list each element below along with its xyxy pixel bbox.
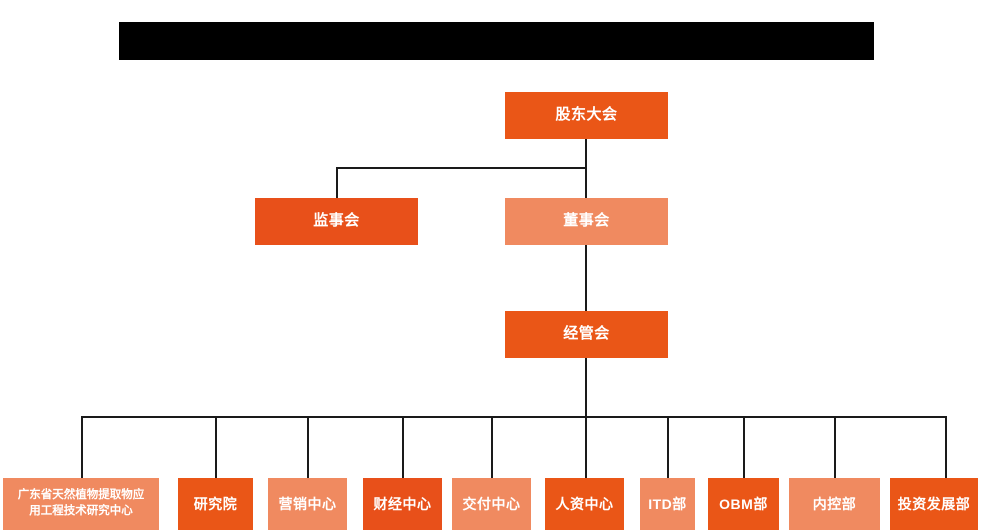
connector-supervisors-branch-bus [336,167,586,169]
org-node-label: 广东省天然植物提取物应 用工程技术研究中心 [17,489,145,517]
org-node-label: 经管会 [563,325,610,343]
org-node-label: 研究院 [193,495,238,512]
connector-drop-research-institute [215,416,217,478]
org-node-guangdong-research-center[interactable]: 广东省天然植物提取物应 用工程技术研究中心 [3,478,159,530]
connector-supervisors-drop [336,167,338,198]
org-node-investment-development-department[interactable]: 投资发展部 [890,478,978,530]
org-node-label: 内控部 [812,495,857,512]
connector-drop-guangdong-center [81,416,83,478]
connector-drop-obm [743,416,745,478]
org-node-management-committee[interactable]: 经管会 [505,311,668,358]
connector-mgmt-drop-to-bus [585,358,587,478]
connector-drop-marketing-center [307,416,309,478]
org-node-marketing-center[interactable]: 营销中心 [268,478,347,530]
org-node-label: 投资发展部 [897,495,971,512]
org-node-itd-department[interactable]: ITD部 [640,478,695,530]
org-node-research-institute[interactable]: 研究院 [178,478,253,530]
connector-drop-internal-control [834,416,836,478]
org-node-label: OBM部 [719,495,768,512]
connector-drop-delivery-center [491,416,493,478]
org-node-label: ITD部 [648,495,687,512]
org-node-finance-center[interactable]: 财经中心 [363,478,442,530]
connector-drop-itd [667,416,669,478]
org-node-internal-control-department[interactable]: 内控部 [789,478,880,530]
org-node-label: 营销中心 [278,495,337,512]
org-node-label: 人资中心 [555,495,614,512]
connector-drop-investment [945,416,947,478]
org-node-obm-department[interactable]: OBM部 [708,478,779,530]
org-node-label: 交付中心 [462,495,521,512]
org-node-board-of-directors[interactable]: 董事会 [505,198,668,245]
connector-directors-drop [585,167,587,198]
org-node-board-of-supervisors[interactable]: 监事会 [255,198,418,245]
org-node-label: 财经中心 [373,495,432,512]
org-node-label: 监事会 [313,212,360,230]
org-node-label: 董事会 [563,212,610,230]
org-node-shareholders-meeting[interactable]: 股东大会 [505,92,668,139]
org-node-delivery-center[interactable]: 交付中心 [452,478,531,530]
redacted-title-bar [119,22,874,60]
connector-directors-to-mgmt-drop [585,245,587,311]
connector-drop-finance-center [402,416,404,478]
org-node-label: 股东大会 [555,106,618,124]
connector-department-bus [81,416,945,418]
org-node-hr-center[interactable]: 人资中心 [545,478,624,530]
